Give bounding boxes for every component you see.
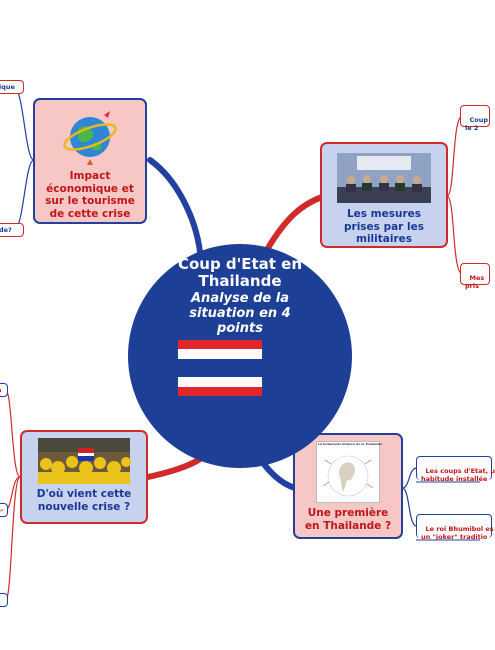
leaf-connector <box>401 487 417 527</box>
branch-label: Les mesures prises par les militaires <box>344 208 424 245</box>
leaf-premiere-1[interactable]: Les coups d'Etat, u habitude installée <box>416 456 495 483</box>
flag-stripe <box>178 340 262 350</box>
leaf-text: de? <box>0 226 12 234</box>
leaf-mesures-2[interactable]: Mes pris <box>460 263 490 290</box>
connector-impact <box>147 157 203 255</box>
leaf-text: s- <box>0 506 4 514</box>
leaf-origine-3[interactable] <box>0 593 8 607</box>
historical-chart-thumbnail: La turbulente histoire de la Thaïlande <box>316 441 382 503</box>
leaf-connector <box>13 86 35 161</box>
central-title: Coup d'Etat en Thailande <box>177 255 303 290</box>
leaf-mesures-1[interactable]: Coup le 2 <box>460 105 490 132</box>
thai-flag-icon <box>178 340 262 396</box>
branch-label: D'où vient cette nouvelle crise ? <box>36 488 132 513</box>
leaf-text: a <box>0 386 1 394</box>
leaf-origine-1[interactable]: a <box>0 383 8 397</box>
leaf-text: Coup le 2 <box>465 116 489 132</box>
leaf-impact-1[interactable]: ique <box>0 80 24 94</box>
leaf-connector <box>13 159 35 231</box>
leaf-text: Les coups d'Etat, u habitude installée <box>421 467 495 483</box>
flag-stripe <box>178 358 262 368</box>
leaf-text: Mes pris <box>465 274 485 290</box>
leaf-impact-2[interactable]: de? <box>0 223 24 237</box>
branch-label: Une première en Thailande ? <box>304 507 392 532</box>
leaf-connector <box>5 476 21 601</box>
branch-origine[interactable]: D'où vient cette nouvelle crise ? <box>20 430 148 524</box>
leaf-text: ique <box>0 83 15 91</box>
leaf-connector <box>446 115 463 197</box>
flag-stripe <box>178 367 262 378</box>
flag-stripe <box>178 386 262 396</box>
leaf-premiere-2[interactable]: Le roi Bhumibol es un "joker" traditio <box>416 514 494 541</box>
branch-label: Impact économique et sur le tourisme de … <box>45 170 135 220</box>
globe-icon <box>63 111 117 165</box>
chart-caption: La turbulente histoire de la Thaïlande <box>318 442 382 446</box>
leaf-connector <box>5 389 21 478</box>
flag-stripe <box>178 349 262 359</box>
branch-mesures[interactable]: Les mesures prises par les militaires <box>320 142 448 248</box>
press-conference-photo <box>337 153 431 203</box>
central-topic[interactable]: Coup d'Etat en Thailande Analyse de la s… <box>128 244 352 468</box>
leaf-connector <box>446 195 463 275</box>
central-subtitle: Analyse de la situation en 4 points <box>189 291 291 336</box>
crowd-protest-photo <box>38 438 131 484</box>
leaf-origine-2[interactable]: s- <box>0 503 8 517</box>
branch-impact[interactable]: Impact économique et sur le tourisme de … <box>33 98 147 224</box>
leaf-text: Le roi Bhumibol es un "joker" traditio <box>421 525 494 541</box>
flag-stripe <box>178 377 262 387</box>
connector-mesures <box>265 194 325 251</box>
branch-premiere[interactable]: La turbulente histoire de la Thaïlande U… <box>293 433 403 539</box>
leaf-connector <box>401 467 417 489</box>
